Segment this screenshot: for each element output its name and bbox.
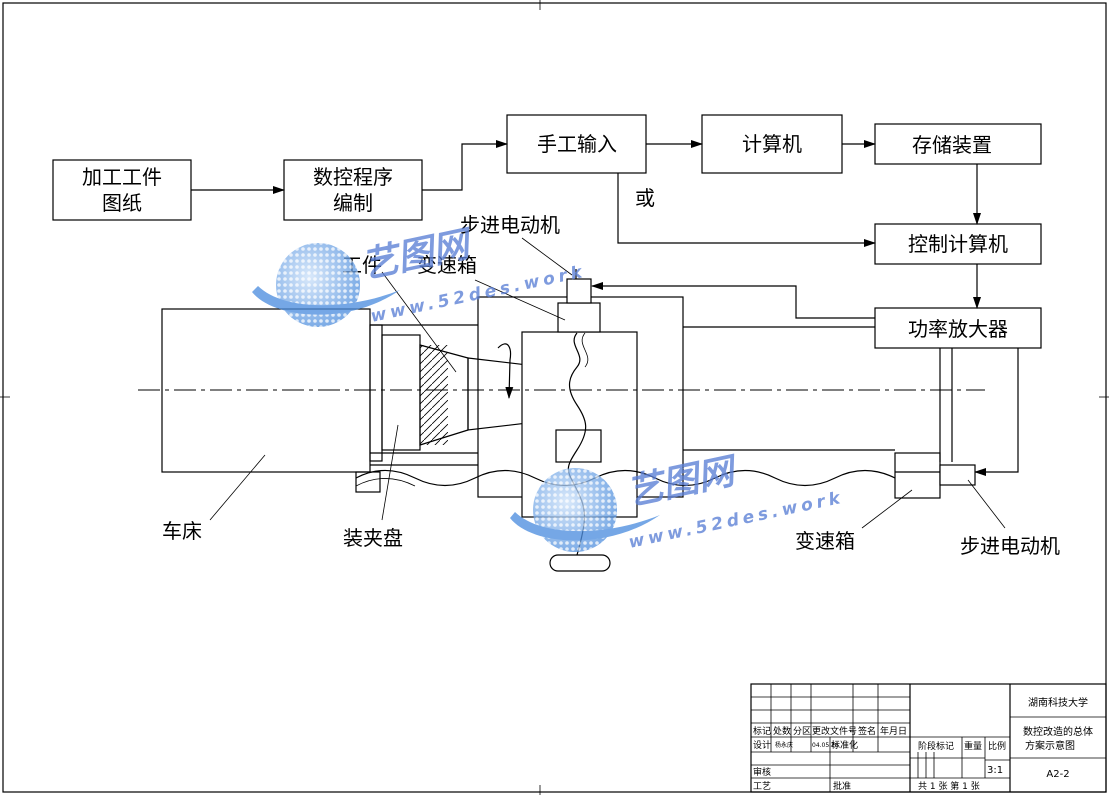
block-storage-label: 存储装置 [912, 133, 992, 157]
svg-text:分区: 分区 [793, 726, 811, 737]
svg-text:共 1 张 第 1 张: 共 1 张 第 1 张 [918, 780, 980, 792]
stepper-top [566, 278, 592, 304]
chuck [381, 334, 421, 451]
watermark-1: 艺图网 www.52des.work [252, 223, 588, 327]
block-nc-program: 数控程序编制 [283, 159, 423, 221]
label-gearbox-top: 变速箱 [417, 253, 477, 277]
block-nc-program-label: 数控程序编制 [313, 165, 393, 215]
block-computer: 计算机 [701, 114, 843, 174]
svg-text:04.05.26: 04.05.26 [812, 742, 839, 749]
svg-text:工艺: 工艺 [753, 781, 771, 792]
svg-text:标记: 标记 [753, 725, 771, 737]
school-name: 湖南科技大学 [1028, 696, 1088, 709]
block-drawing-label: 加工工件图纸 [82, 165, 162, 215]
svg-text:年月日: 年月日 [880, 725, 907, 737]
svg-text:3:1: 3:1 [987, 765, 1003, 776]
label-stepper-top: 步进电动机 [460, 213, 560, 237]
label-lathe: 车床 [162, 519, 202, 543]
stepper-right [939, 464, 976, 486]
drawing-title-1: 数控改造的总体 [1023, 725, 1093, 738]
title-block: 标记 处数 分区 更改文件号 签名 年月日 设计 杨永庆 04.05.26 标准… [750, 683, 1107, 793]
label-chuck: 装夹盘 [343, 526, 403, 550]
svg-text:艺图网: 艺图网 [358, 223, 477, 287]
block-control-computer-label: 控制计算机 [908, 232, 1008, 256]
svg-text:签名: 签名 [858, 725, 876, 737]
flow-arrows [191, 140, 1019, 476]
svg-text:比例: 比例 [988, 740, 1006, 752]
svg-text:标准化: 标准化 [831, 739, 858, 751]
svg-text:处数: 处数 [773, 725, 791, 737]
block-control-computer: 控制计算机 [874, 223, 1042, 265]
drawing-number: A2-2 [1046, 769, 1069, 780]
block-power-amp: 功率放大器 [874, 307, 1042, 349]
block-storage: 存储装置 [874, 123, 1042, 165]
svg-text:重量: 重量 [964, 740, 982, 752]
svg-text:设计: 设计 [753, 739, 771, 751]
svg-text:审核: 审核 [753, 766, 771, 778]
block-power-amp-label: 功率放大器 [908, 317, 1008, 341]
leader-lines [209, 237, 1006, 529]
gearbox-right [894, 452, 941, 499]
block-computer-label: 计算机 [742, 132, 802, 156]
label-stepper-bottom: 步进电动机 [960, 534, 1060, 558]
handwheel [549, 554, 611, 572]
svg-text:批准: 批准 [833, 780, 851, 792]
label-gearbox-bottom: 变速箱 [795, 529, 855, 553]
drawing-title-2: 方案示意图 [1025, 739, 1075, 752]
label-or: 或 [635, 186, 655, 210]
block-manual-input-label: 手工输入 [537, 132, 617, 156]
block-manual-input: 手工输入 [506, 114, 647, 174]
svg-text:杨永庆: 杨永庆 [775, 741, 793, 749]
lathe-body [161, 308, 371, 473]
svg-text:更改文件号: 更改文件号 [812, 725, 857, 737]
svg-text:阶段标记: 阶段标记 [918, 740, 954, 752]
block-drawing: 加工工件图纸 [52, 159, 192, 221]
